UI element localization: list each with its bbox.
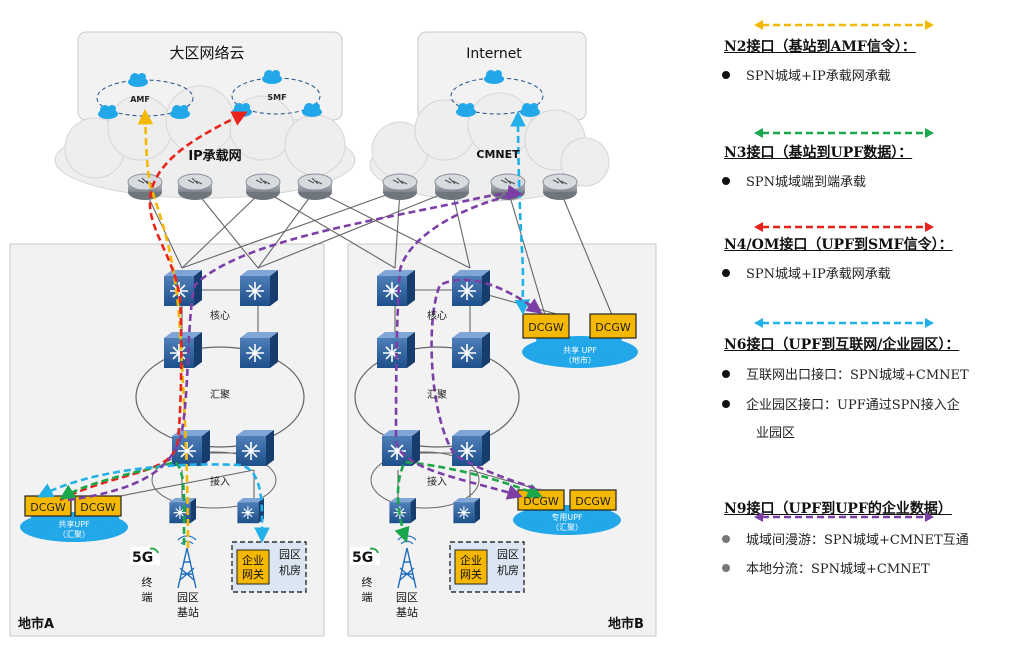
- upf-shared-agg-label: 共享UPF: [58, 519, 90, 529]
- legend-line-n2: [754, 20, 934, 30]
- dcgw-label: DCGW: [30, 501, 66, 514]
- legend-item-n6-3: 业园区: [756, 426, 796, 441]
- legend-item-n9-1: 城域间漫游：SPN城域+CMNET互通: [722, 529, 969, 548]
- legend-line-n6: [754, 318, 934, 328]
- n6-path-a: [37, 463, 270, 544]
- legend-title-n4: N4/OM接口（UPF到SMF信令）：: [724, 237, 953, 253]
- upf-shared-agg-sub: （汇聚）: [58, 530, 90, 539]
- amf-label: AMF: [130, 95, 150, 104]
- n9-paths: [67, 184, 543, 502]
- cmnet-label: CMNET: [476, 148, 520, 161]
- enterprise-gateway-a: [236, 549, 270, 585]
- campus-room-label: 园区: [497, 548, 519, 561]
- network-diagram: 大区网络云 Internet AMF SMF IP承载网 CMNET 核心 核心…: [9, 31, 657, 637]
- legend-line-n3: [754, 128, 934, 138]
- upf-shared-city-sub: （地市）: [564, 355, 596, 365]
- city-b-label: 地市B: [608, 616, 644, 632]
- 5g-badge-text: 5G: [352, 550, 373, 566]
- agg-label-b: 汇聚: [427, 388, 447, 401]
- upf-shared-city-label: 共享 UPF: [563, 345, 597, 355]
- enterprise-gateway-label: 企业: [460, 553, 482, 567]
- city-a-label: 地市A: [18, 616, 54, 632]
- cmnet-cloud: [369, 92, 610, 202]
- legend-line-n4: [754, 222, 934, 232]
- access-label-a: 接入: [210, 475, 230, 488]
- campus-bs-label: 园区: [396, 591, 418, 604]
- legend-title-n6: N6接口（UPF到互联网/企业园区）：: [724, 337, 960, 353]
- internet-title: Internet: [466, 46, 522, 62]
- large-cloud-title: 大区网络云: [169, 44, 244, 62]
- 5g-badge-b: [350, 547, 380, 565]
- bullet-icon: [722, 369, 730, 378]
- legend-title-n2: N2接口（基站到AMF信令）：: [724, 39, 916, 55]
- terminal-label: 端: [142, 591, 153, 604]
- bullet-icon: [722, 176, 730, 185]
- smf-label: SMF: [267, 93, 286, 102]
- terminal-label: 端: [362, 591, 373, 604]
- dcgw-city-b-4: [569, 489, 617, 511]
- core-label-a: 核心: [210, 309, 230, 322]
- campus-room-label: 机房: [497, 563, 519, 577]
- bullet-icon: [722, 268, 730, 277]
- blue-cloud-icons: [98, 70, 540, 119]
- n6-path-b: [510, 110, 531, 316]
- campus-room-label: 机房: [279, 563, 301, 577]
- dcgw-label: DCGW: [528, 321, 564, 334]
- city-a-agg-ring: [135, 346, 305, 448]
- campus-bs-label: 园区: [177, 591, 199, 604]
- legend-item-n4-1: SPN城域+IP承载网承载: [722, 263, 891, 282]
- city-b-agg-ring: [354, 346, 520, 448]
- dcgw-label: DCGW: [523, 495, 559, 508]
- legend-item-n3-1: SPN城域端到端承载: [722, 171, 866, 190]
- ip-network-label: IP承载网: [188, 148, 241, 164]
- legend-panel: N2接口（基站到AMF信令）： SPN城域+IP承载网承载 N3接口（基站到UP…: [712, 0, 1019, 648]
- terminal-label: 终: [362, 575, 373, 589]
- enterprise-gateway-label: 网关: [242, 567, 264, 581]
- 5g-badge-text: 5G: [132, 550, 153, 566]
- n3-path-b: [394, 460, 543, 543]
- campus-room-label: 园区: [279, 548, 301, 561]
- legend-title-n3: N3接口（基站到UPF数据）：: [724, 145, 913, 161]
- router-icons: [127, 173, 578, 200]
- campus-bs-label: 基站: [396, 605, 418, 619]
- dcgw-label: DCGW: [80, 501, 116, 514]
- campus-bs-label: 基站: [177, 605, 199, 619]
- legend-title-n9: N9接口（UPF到UPF的企业数据）: [724, 501, 952, 517]
- agg-label-a: 汇聚: [210, 388, 230, 401]
- smf-zone: [231, 77, 321, 115]
- ip-network-cloud: [54, 85, 356, 199]
- bullet-icon: [722, 70, 730, 79]
- enterprise-gateway-label: 网关: [460, 567, 482, 581]
- legend-item-n2-1: SPN城域+IP承载网承载: [722, 65, 891, 84]
- terminal-label: 终: [142, 575, 153, 589]
- legend-item-n6-1: 互联网出口接口：SPN城域+CMNET: [722, 364, 969, 383]
- 5g-badge-a: [130, 547, 160, 565]
- legend-line-n9: [754, 512, 934, 522]
- dcgw-city-b-2: [589, 313, 637, 339]
- upf-dedicated-agg-sub: （汇聚）: [551, 523, 583, 532]
- bullet-icon: [722, 563, 730, 572]
- dcgw-label: DCGW: [595, 321, 631, 334]
- dcgw-label: DCGW: [575, 495, 611, 508]
- enterprise-gateway-label: 企业: [242, 553, 264, 567]
- bullet-icon: [722, 399, 730, 408]
- enterprise-gateway-b: [454, 549, 488, 585]
- upf-dedicated-agg-label: 专用UPF: [551, 512, 583, 522]
- legend-item-n6-2: 企业园区接口：UPF通过SPN接入企: [722, 394, 960, 413]
- n4-path: [59, 111, 248, 502]
- access-label-b: 接入: [427, 475, 447, 488]
- bullet-icon: [722, 534, 730, 543]
- core-label-b: 核心: [427, 309, 447, 322]
- legend-item-n9-2: 本地分流：SPN城域+CMNET: [722, 558, 930, 577]
- dcgw-city-b-1: [522, 313, 570, 339]
